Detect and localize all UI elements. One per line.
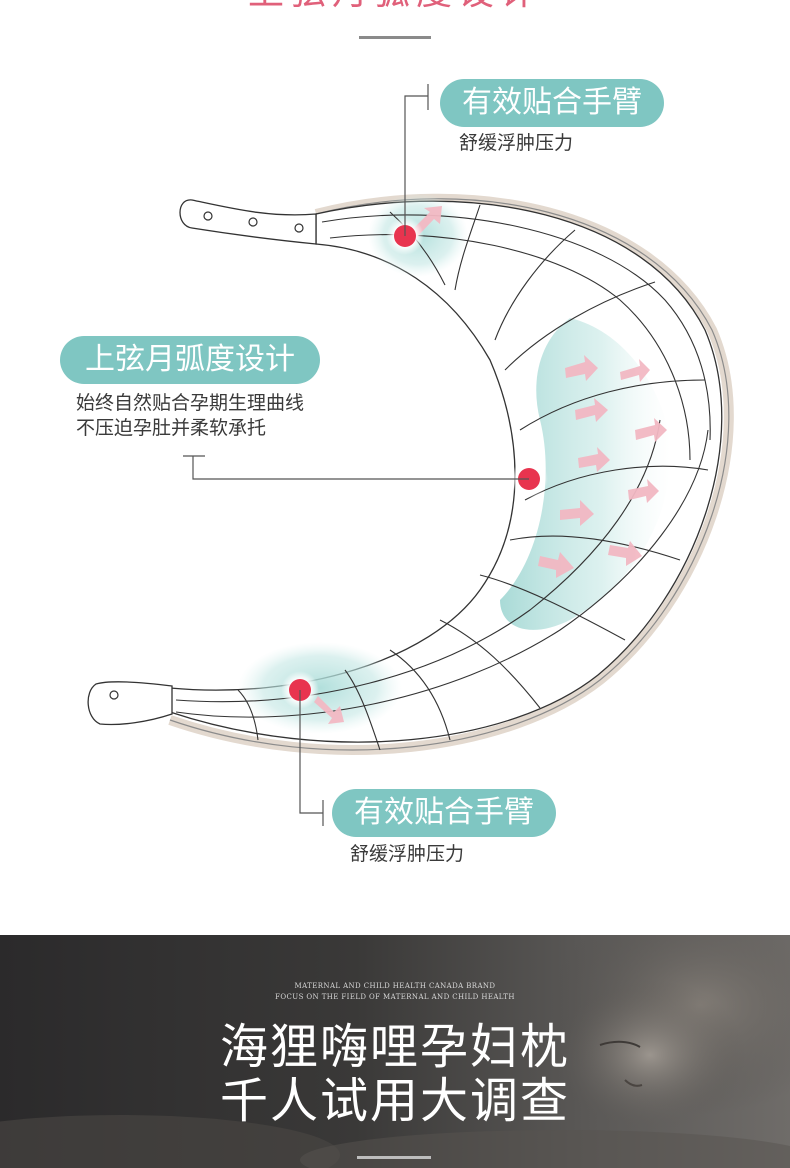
- brand-tagline-2: FOCUS ON THE FIELD OF MATERNAL AND CHILD…: [275, 993, 515, 1001]
- bottom-strap: [87, 681, 173, 726]
- feature-label-middle: 上弦月弧度设计: [60, 336, 320, 384]
- product-feature-section: 上弦月弧度设计: [0, 0, 790, 865]
- feature-label-bottom: 有效贴合手臂: [332, 789, 556, 837]
- banner-divider: [357, 1156, 431, 1159]
- headline-line-1: 海狸嗨哩孕妇枕: [219, 1019, 570, 1075]
- feature-desc-middle-line1: 始终自然贴合孕期生理曲线: [76, 392, 305, 414]
- feature-label-top: 有效贴合手臂: [440, 79, 664, 127]
- feature-desc-middle-line2: 不压迫孕肚并柔软承托: [76, 417, 267, 439]
- brand-tagline-1: MATERNAL AND CHILD HEALTH CANADA BRAND: [294, 982, 496, 990]
- feature-desc-bottom: 舒缓浮肿压力: [350, 843, 465, 865]
- feature-desc-top: 舒缓浮肿压力: [459, 132, 574, 154]
- headline-line-2: 千人试用大调查: [219, 1073, 570, 1129]
- top-strap: [179, 199, 317, 245]
- section-title-partial: 上弦月弧度设计: [0, 0, 790, 8]
- leader-line-bottom: [299, 690, 324, 826]
- leader-line-middle: [183, 455, 529, 480]
- survey-banner: MATERNAL AND CHILD HEALTH CANADA BRAND F…: [0, 935, 790, 1168]
- crescent-pillow-illustration: [87, 84, 734, 826]
- title-divider: [359, 36, 431, 39]
- leader-line-top: [404, 84, 429, 236]
